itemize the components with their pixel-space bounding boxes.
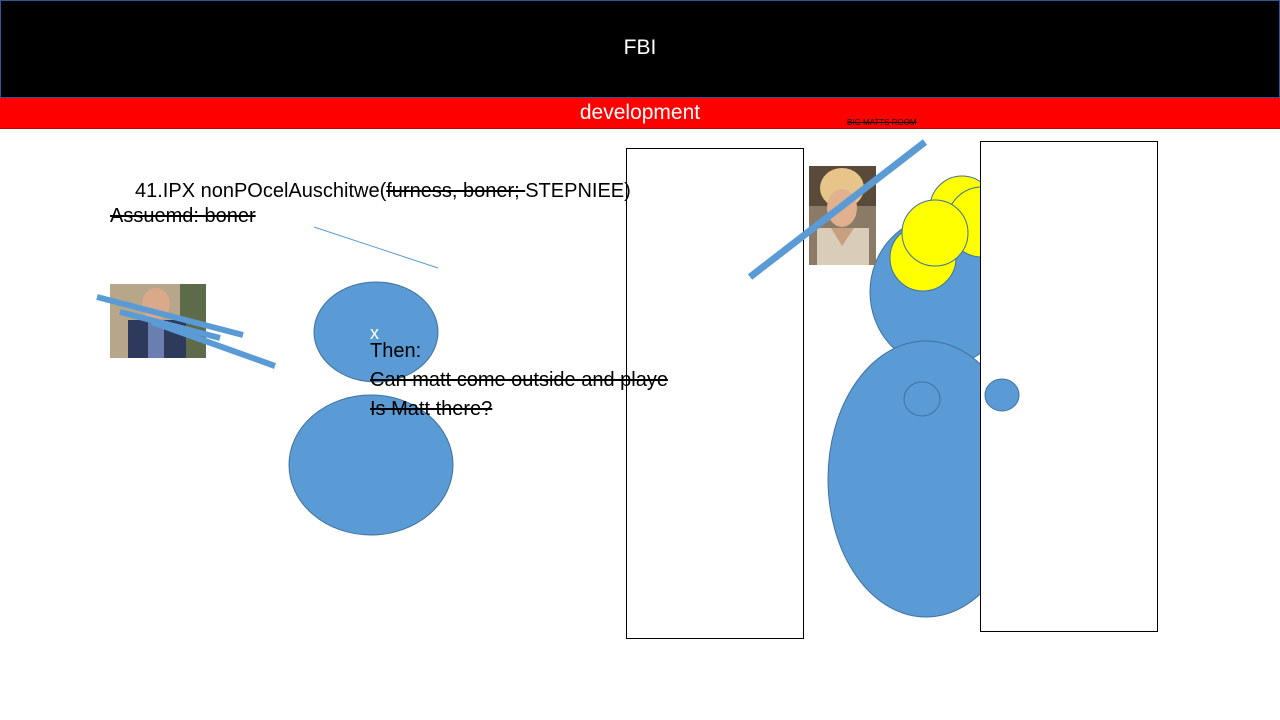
button-ellipse	[903, 381, 941, 417]
subtitle-bar	[0, 98, 1280, 129]
small-circle	[984, 378, 1020, 412]
slash-line	[96, 294, 244, 338]
subtitle-label: development	[579, 101, 701, 124]
body-ellipse	[288, 394, 454, 536]
hair-circle	[901, 199, 969, 267]
left-door-rect	[626, 148, 804, 639]
room-label: BIG MATTS ROOM	[847, 118, 917, 127]
formula-prefix: 41.IPX nonPOcelAuschitwe(	[135, 180, 387, 202]
x-mark: x	[370, 323, 379, 343]
thin-line	[313, 226, 439, 269]
slash-line	[150, 319, 277, 369]
slide-title: FBI	[623, 36, 657, 59]
slash-line	[119, 309, 221, 341]
then-line-1: Can matt come outside and playe	[370, 369, 668, 391]
slash-line	[747, 139, 928, 280]
formula-struck: furness, boner;	[386, 180, 526, 202]
assumed-text: Assuemd: boner	[110, 205, 256, 227]
formula-suffix: STEPNIEE)	[525, 180, 631, 202]
formula-line: 41.IPX nonPOcelAuschitwe(furness, boner;…	[135, 180, 631, 203]
head-ellipse	[313, 281, 439, 383]
then-heading: Then:	[370, 340, 422, 362]
header-bar	[0, 0, 1280, 98]
then-line-2: Is Matt there?	[370, 398, 493, 420]
